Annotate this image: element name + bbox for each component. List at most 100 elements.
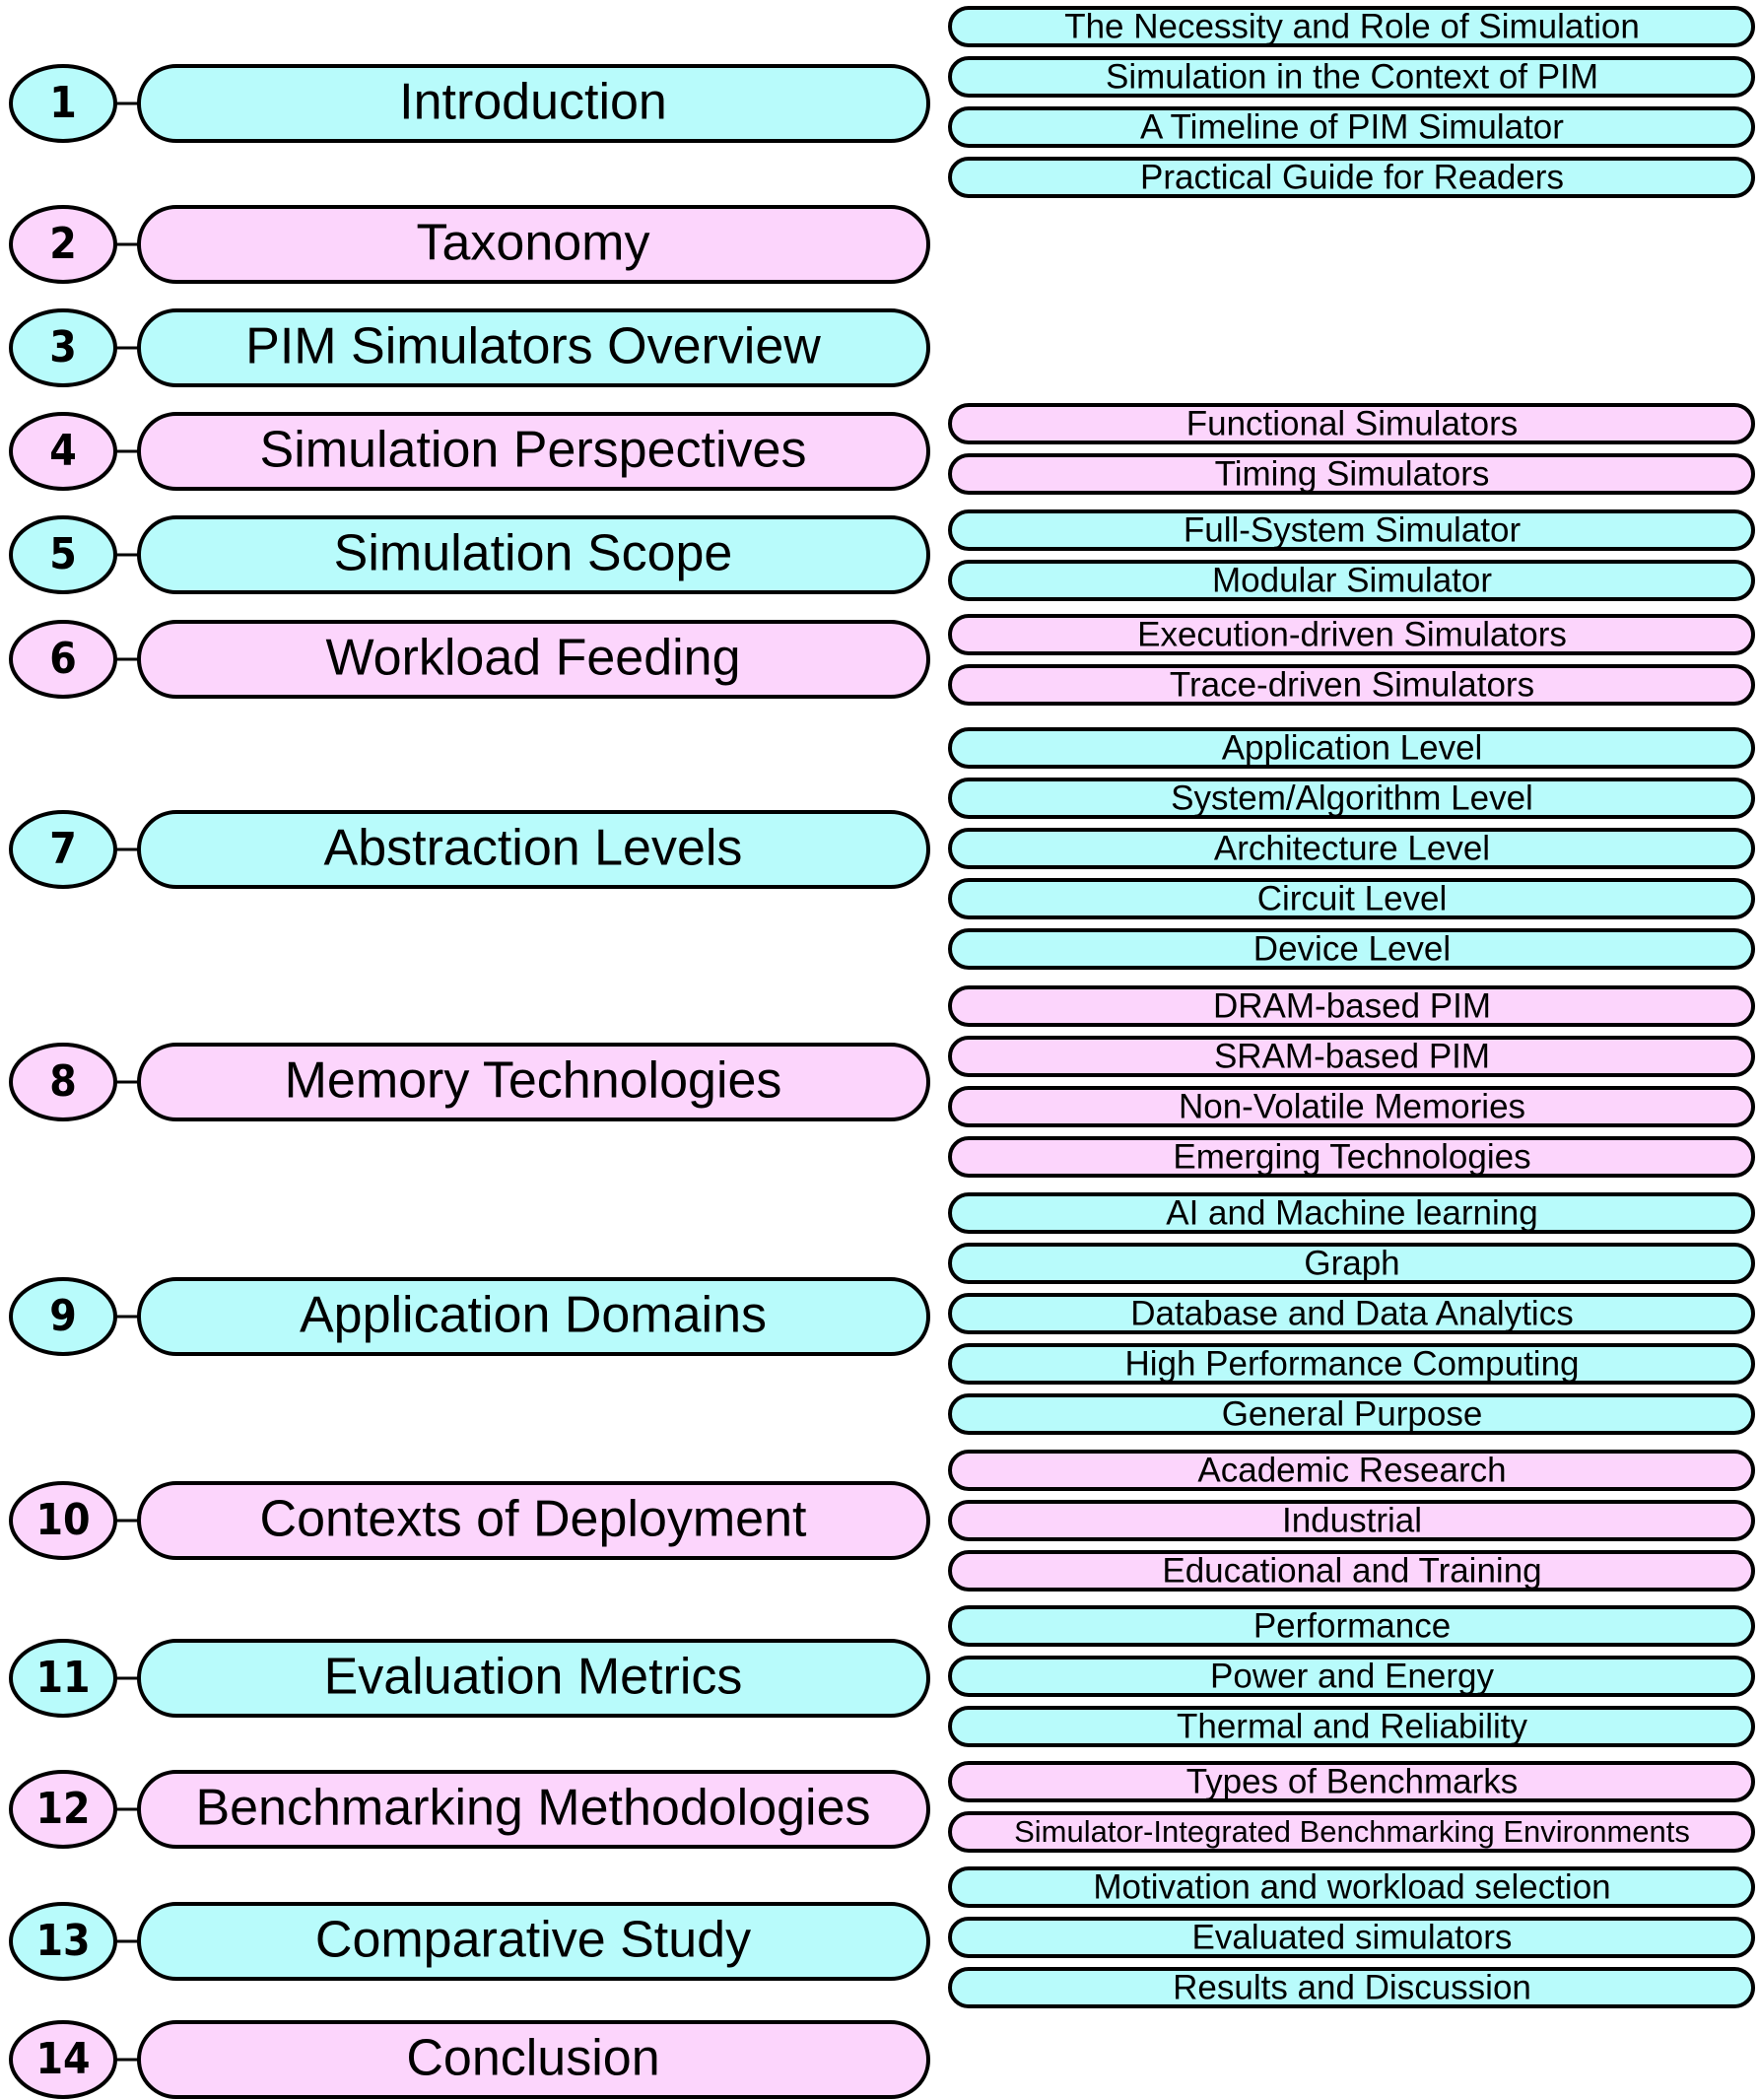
subsection-pill [948, 1550, 1755, 1592]
subsection-label: Results and Discussion [1173, 1968, 1531, 2006]
section-title: PIM Simulators Overview [245, 318, 821, 375]
subsection-pill [948, 1967, 1755, 2008]
section-number-circle [9, 412, 117, 491]
section-number-circle [9, 1770, 117, 1849]
subsection-pill [948, 106, 1755, 148]
section-pill [137, 1277, 930, 1356]
subsection-label: Circuit Level [1257, 879, 1448, 917]
section-number-circle [9, 1277, 117, 1356]
section-pill [137, 515, 930, 594]
subsection-label: Architecture Level [1214, 829, 1490, 867]
subsection-pill [948, 928, 1755, 970]
subsection-label: Educational and Training [1162, 1551, 1541, 1590]
section-number: 12 [35, 1784, 90, 1834]
subsection-pill [948, 878, 1755, 919]
subsection-label: Non-Volatile Memories [1179, 1087, 1525, 1125]
subsection-label: AI and Machine learning [1166, 1193, 1537, 1232]
section-number-circle [9, 205, 117, 284]
section-pill [137, 1902, 930, 1981]
subsection-label: Simulation in the Context of PIM [1106, 57, 1598, 96]
section-title: Application Domains [300, 1287, 767, 1344]
section-title: Introduction [399, 74, 667, 131]
subsection-pill [948, 1136, 1755, 1178]
subsection-label: Academic Research [1197, 1451, 1506, 1489]
section-title: Conclusion [406, 2030, 659, 2087]
section-number: 2 [49, 219, 77, 269]
subsection-label: The Necessity and Role of Simulation [1064, 7, 1640, 45]
subsection-pill [948, 1192, 1755, 1234]
section-number-circle [9, 515, 117, 594]
section-pill [137, 1481, 930, 1560]
subsection-label: General Purpose [1222, 1394, 1483, 1433]
section-number-circle [9, 308, 117, 387]
subsection-pill [948, 1243, 1755, 1284]
section-title: Comparative Study [315, 1912, 751, 1969]
subsection-label: SRAM-based PIM [1214, 1037, 1490, 1075]
section-title: Benchmarking Methodologies [195, 1780, 870, 1837]
subsection-label: Thermal and Reliability [1177, 1707, 1527, 1745]
section-number-circle [9, 1639, 117, 1718]
subsection-pill [948, 56, 1755, 98]
section-number: 9 [49, 1291, 77, 1341]
subsection-label: Types of Benchmarks [1186, 1762, 1519, 1800]
section-number: 11 [35, 1653, 90, 1703]
subsection-label: Motivation and workload selection [1093, 1867, 1610, 1906]
subsection-pill [948, 985, 1755, 1027]
section-title: Simulation Perspectives [260, 422, 807, 479]
subsection-pill [948, 1450, 1755, 1491]
section-number-circle [9, 2020, 117, 2099]
section-title: Taxonomy [417, 215, 650, 272]
subsection-label: Functional Simulators [1186, 404, 1519, 442]
subsection-pill [948, 1866, 1755, 1908]
section-number-circle [9, 620, 117, 699]
subsection-pill [948, 1656, 1755, 1697]
section-number: 10 [35, 1495, 90, 1545]
subsection-label: Device Level [1253, 929, 1451, 968]
section-pill [137, 205, 930, 284]
section-number-circle [9, 64, 117, 143]
subsection-label: Simulator-Integrated Benchmarking Enviro… [1014, 1814, 1690, 1849]
subsection-pill [948, 1500, 1755, 1541]
subsection-pill [948, 1811, 1755, 1853]
section-number: 13 [35, 1916, 90, 1966]
section-number: 7 [49, 824, 77, 874]
subsection-label: Industrial [1282, 1501, 1422, 1539]
subsection-pill [948, 1036, 1755, 1077]
section-pill [137, 412, 930, 491]
section-title: Contexts of Deployment [260, 1491, 807, 1548]
subsection-pill [948, 664, 1755, 706]
subsection-pill [948, 403, 1755, 444]
section-number: 3 [49, 322, 77, 373]
subsection-pill [948, 1917, 1755, 1958]
section-number-circle [9, 1902, 117, 1981]
subsection-label: Evaluated simulators [1192, 1918, 1513, 1956]
subsection-pill [948, 1706, 1755, 1747]
section-title: Simulation Scope [334, 525, 733, 582]
section-pill [137, 620, 930, 699]
section-pill [137, 2020, 930, 2099]
section-pill [137, 1043, 930, 1121]
subsection-pill [948, 614, 1755, 655]
subsection-label: Graph [1304, 1244, 1399, 1282]
subsection-pill [948, 727, 1755, 769]
subsection-pill [948, 6, 1755, 47]
section-number-circle [9, 1043, 117, 1121]
section-number: 4 [49, 426, 77, 476]
subsection-pill [948, 453, 1755, 495]
subsection-label: Performance [1253, 1606, 1451, 1645]
subsection-pill [948, 1343, 1755, 1385]
section-number: 5 [49, 529, 77, 579]
section-number: 8 [49, 1056, 77, 1107]
subsection-pill [948, 1293, 1755, 1334]
section-number: 14 [35, 2034, 90, 2084]
subsection-label: Execution-driven Simulators [1137, 615, 1567, 653]
section-title: Workload Feeding [325, 630, 740, 687]
subsection-pill [948, 1605, 1755, 1647]
section-number-circle [9, 1481, 117, 1560]
section-pill [137, 308, 930, 387]
subsection-label: A Timeline of PIM Simulator [1140, 107, 1564, 146]
section-pill [137, 810, 930, 889]
subsection-pill [948, 828, 1755, 869]
subsection-pill [948, 157, 1755, 198]
subsection-pill [948, 1761, 1755, 1802]
